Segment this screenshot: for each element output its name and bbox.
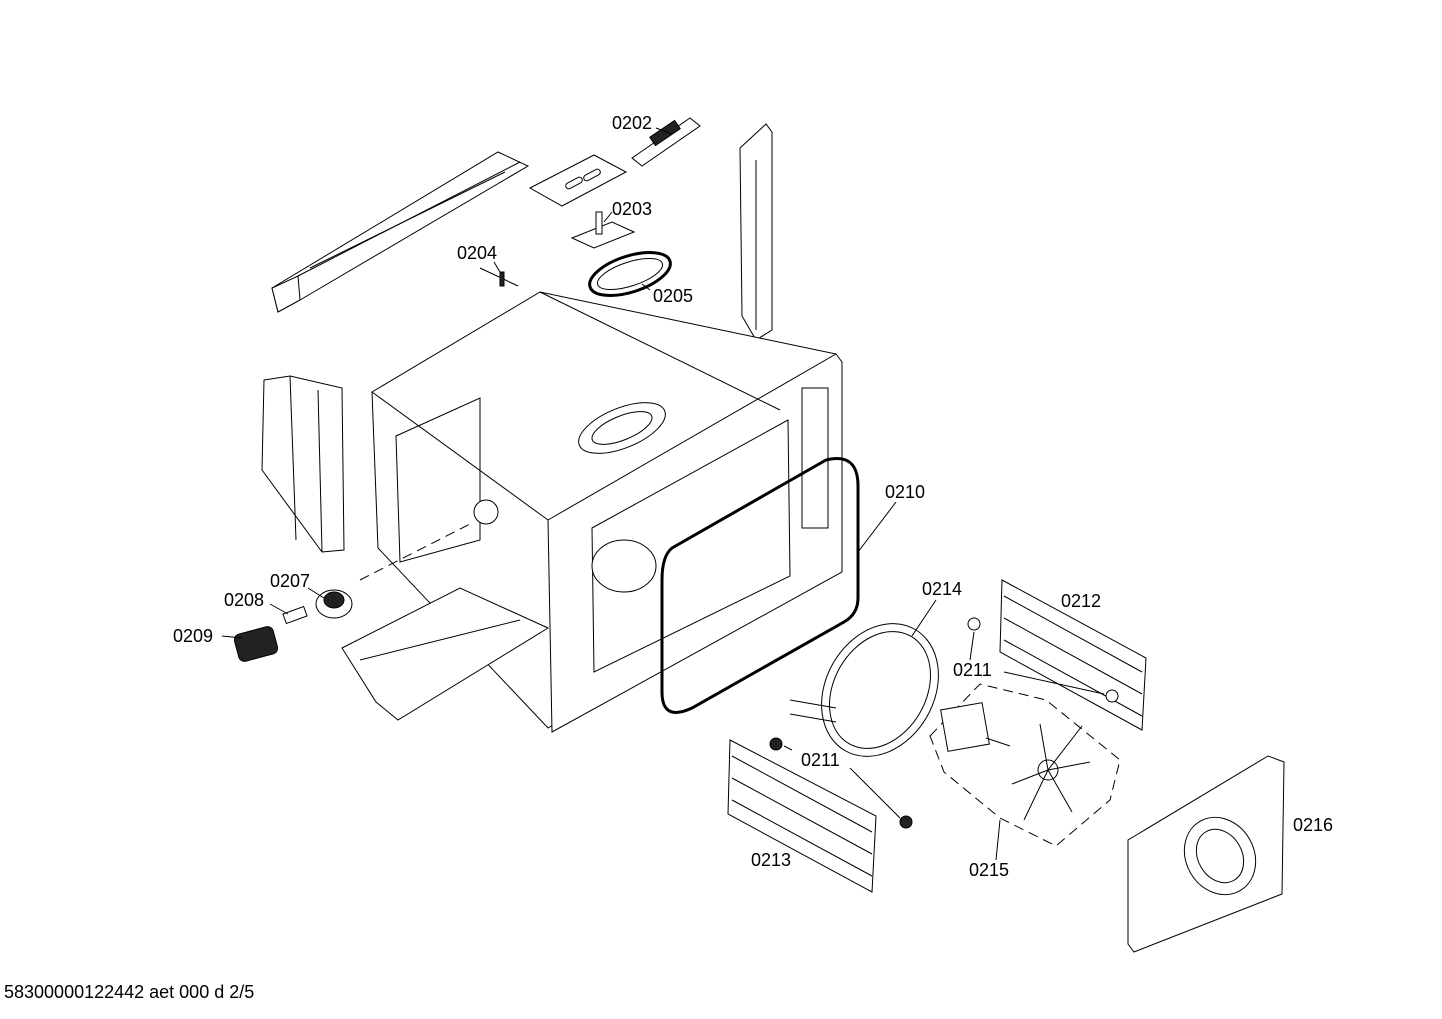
label-0215: 0215 [969,860,1010,880]
part-0207-lamp-cover [315,589,353,619]
document-id-footer: 58300000122442 aet 000 d 2/5 [4,982,255,1002]
part-0214-heating-element [789,623,939,757]
part-0208-bulb [282,605,308,625]
label-0212: 0212 [1061,591,1102,611]
part-0210-door-seal [660,457,860,714]
part-0203-bracket [570,211,636,249]
label-0216: 0216 [1293,815,1334,835]
top-left-rail [271,151,530,313]
label-0209: 0209 [173,626,214,646]
part-0216-rear-cover [1127,755,1285,953]
label-0204: 0204 [457,243,498,263]
part-0212-side-rack [999,579,1147,731]
label-0203: 0203 [612,199,653,219]
label-0208: 0208 [224,590,265,610]
right-vertical-rail [739,123,773,341]
part-0202-switch [631,117,701,167]
leader-lines [221,127,1105,861]
part-0205-gasket [588,251,672,297]
top-plate [528,154,628,207]
label-0210: 0210 [885,482,926,502]
label-0202: 0202 [612,113,653,133]
part-0211-nuts [769,617,1119,829]
label-0214: 0214 [922,579,963,599]
label-0205: 0205 [653,286,694,306]
label-0211-right: 0211 [953,660,992,680]
label-0207: 0207 [270,571,311,591]
part-0209-lamp-holder [233,626,279,662]
bottom-left-rail [341,587,550,721]
label-0213: 0213 [751,850,792,870]
left-vertical-rail [261,375,345,553]
part-0213-side-rack [727,739,877,893]
label-0211-left: 0211 [801,750,840,770]
part-0204-pin [479,267,519,287]
part-0215-fan-assembly [929,683,1121,847]
